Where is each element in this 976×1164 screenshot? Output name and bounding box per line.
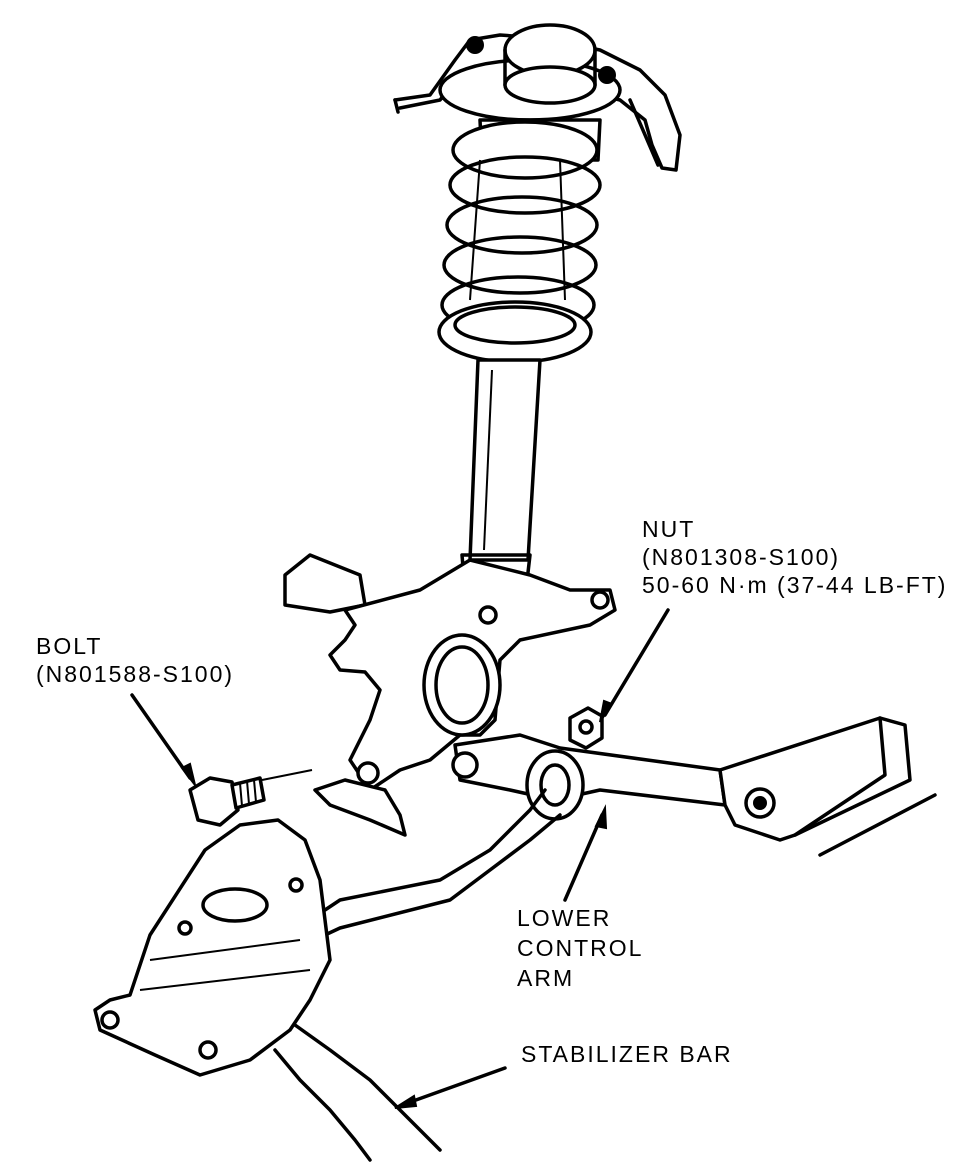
- nut-label: NUT (N801308-S100) 50-60 N·m (37-44 LB-F…: [642, 515, 947, 599]
- lower-control-arm-line2: CONTROL: [517, 935, 644, 961]
- lower-control-arm-line3: ARM: [517, 965, 575, 991]
- nut-label-part-number: (N801308-S100): [642, 544, 841, 570]
- nut-part: [568, 706, 604, 750]
- steering-knuckle: [283, 553, 617, 837]
- strut-body: [460, 358, 542, 592]
- bolt-label: BOLT (N801588-S100): [36, 632, 234, 688]
- upper-strut-mount: [393, 23, 682, 172]
- nut-label-torque: 50-60 N·m (37-44 LB-FT): [642, 572, 948, 598]
- bolt-label-part-number: (N801588-S100): [36, 661, 235, 687]
- stabilizer-bar: [93, 788, 562, 1162]
- nut-label-title: NUT: [642, 516, 696, 542]
- stabilizer-bar-title: STABILIZER BAR: [521, 1041, 733, 1067]
- stabilizer-bar-label: STABILIZER BAR: [521, 1040, 733, 1068]
- bolt-label-title: BOLT: [36, 633, 103, 659]
- leader-arrows: [130, 608, 670, 1109]
- lower-control-arm-label: LOWER CONTROL ARM: [517, 903, 643, 993]
- lower-control-arm-line1: LOWER: [517, 905, 612, 931]
- coil-spring: [437, 118, 602, 364]
- bolt-part: [188, 769, 313, 827]
- lower-control-arm: [451, 716, 937, 857]
